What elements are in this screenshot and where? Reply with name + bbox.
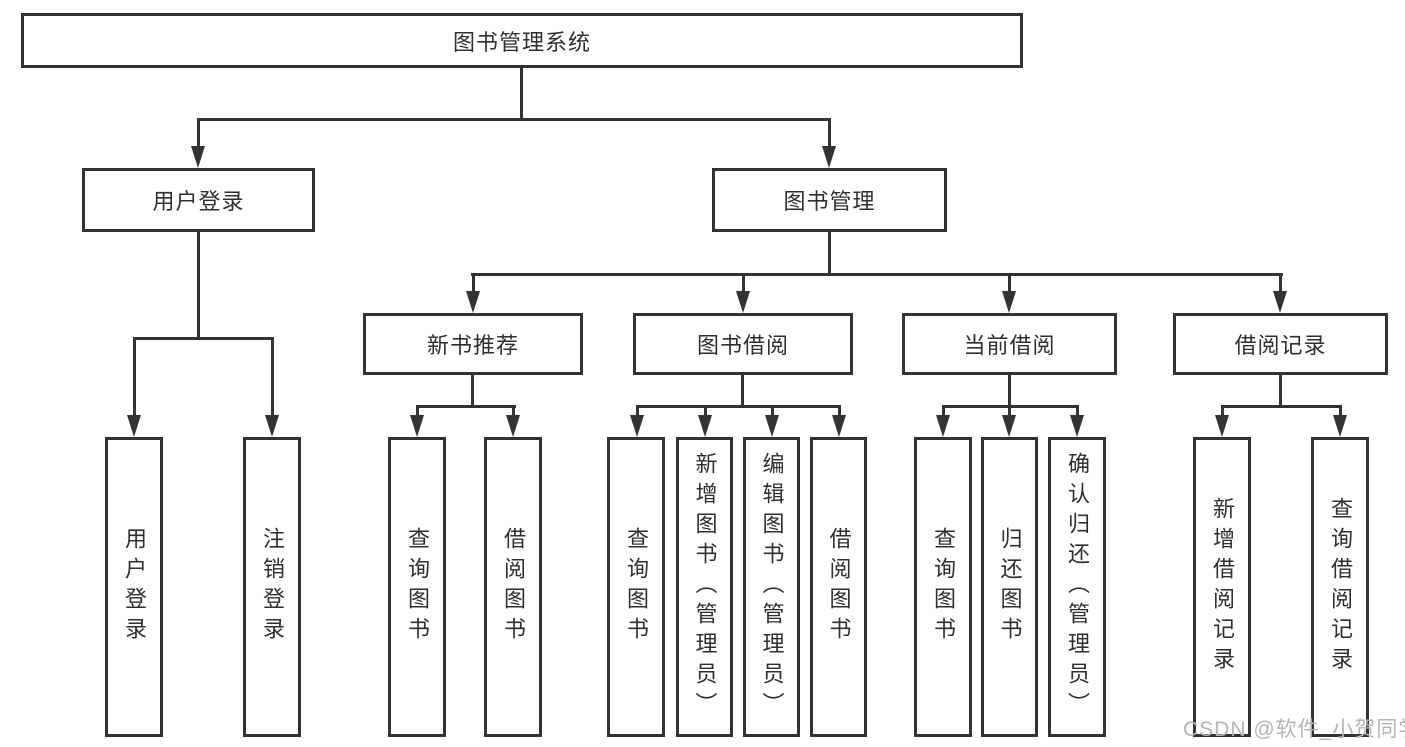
edge-g3-l3 xyxy=(771,405,774,419)
leaf-borrow-books: 借阅图书 xyxy=(810,437,867,737)
arrow-down-icon xyxy=(1002,291,1016,313)
edge-to-book-mgmt xyxy=(828,118,831,150)
arrow-down-icon xyxy=(936,415,950,437)
edge-g4-l1 xyxy=(942,405,945,419)
arrow-down-icon xyxy=(410,415,424,437)
leaf-borrow-books-label: 借阅图书 xyxy=(826,527,852,647)
edge-g3-l1 xyxy=(636,405,639,419)
arrow-down-icon xyxy=(736,291,750,313)
leaf-user-login-label: 用户登录 xyxy=(122,527,147,647)
edge-g3-l2 xyxy=(704,405,707,419)
leaf-query-books-current-label: 查询图书 xyxy=(931,527,956,647)
arrow-down-icon xyxy=(1070,415,1084,437)
leaf-return-books: 归还图书 xyxy=(981,437,1038,737)
leaf-edit-books-admin: 编辑图书（管理员） xyxy=(743,437,800,737)
edge-to-book-borrow xyxy=(742,273,745,293)
leaf-query-borrow-record-label: 查询借阅记录 xyxy=(1328,497,1353,677)
leaf-add-books-admin: 新增图书（管理员） xyxy=(676,437,733,737)
edge-to-current-borrow xyxy=(1008,273,1011,293)
arrow-down-icon xyxy=(265,415,279,437)
edge-g3-split xyxy=(636,405,841,408)
leaf-borrow-books-recommend-label: 借阅图书 xyxy=(501,527,526,647)
leaf-query-books-recommend: 查询图书 xyxy=(388,437,446,737)
edge-book-mgmt-split xyxy=(471,273,1283,276)
node-borrow-records: 借阅记录 xyxy=(1173,313,1388,375)
edge-user-login-split xyxy=(133,337,274,340)
node-current-borrow: 当前借阅 xyxy=(902,313,1117,375)
arrow-down-icon xyxy=(765,415,779,437)
arrow-down-icon xyxy=(1333,415,1347,437)
node-root: 图书管理系统 xyxy=(21,13,1023,68)
edge-to-borrow-records xyxy=(1279,273,1282,293)
edge-g2-split xyxy=(416,405,516,408)
leaf-add-borrow-record: 新增借阅记录 xyxy=(1193,437,1251,737)
arrow-down-icon xyxy=(127,415,141,437)
arrow-down-icon xyxy=(630,415,644,437)
edge-g5-split xyxy=(1221,405,1342,408)
edge-to-leaf-login xyxy=(133,337,136,417)
edge-g4-l3 xyxy=(1076,405,1079,419)
edge-root-stem xyxy=(520,68,523,118)
edge-to-new-books xyxy=(472,273,475,293)
leaf-confirm-return-admin: 确认归还（管理员） xyxy=(1048,437,1106,737)
leaf-return-books-label: 归还图书 xyxy=(997,527,1023,647)
edge-book-mgmt-stem xyxy=(828,232,831,273)
leaf-borrow-books-recommend: 借阅图书 xyxy=(484,437,542,737)
leaf-query-books-borrow: 查询图书 xyxy=(607,437,665,737)
leaf-logout: 注销登录 xyxy=(243,437,301,737)
node-book-management-label: 图书管理 xyxy=(783,189,876,214)
edge-g2-l1 xyxy=(416,405,419,419)
edge-g2-stem xyxy=(471,375,474,408)
edge-to-leaf-logout xyxy=(271,337,274,417)
node-new-book-recommend: 新书推荐 xyxy=(363,313,583,375)
arrow-down-icon xyxy=(698,415,712,437)
arrow-down-icon xyxy=(506,415,520,437)
node-borrow-records-label: 借阅记录 xyxy=(1234,333,1327,358)
node-new-book-recommend-label: 新书推荐 xyxy=(426,333,519,358)
csdn-watermark: CSDN @软件_小贺同学 xyxy=(1183,718,1405,741)
leaf-add-borrow-record-label: 新增借阅记录 xyxy=(1210,497,1235,677)
arrow-down-icon xyxy=(1002,415,1016,437)
edge-g4-stem xyxy=(1008,375,1011,408)
arrow-down-icon xyxy=(832,415,846,437)
leaf-query-books-recommend-label: 查询图书 xyxy=(405,527,430,647)
node-book-borrow: 图书借阅 xyxy=(633,313,853,375)
leaf-edit-books-admin-label: 编辑图书（管理员） xyxy=(759,452,785,722)
edge-root-split xyxy=(197,118,831,121)
node-user-login-label: 用户登录 xyxy=(152,189,245,214)
edge-g5-l1 xyxy=(1221,405,1224,419)
arrow-down-icon xyxy=(191,146,205,168)
edge-user-login-stem xyxy=(197,232,200,337)
leaf-query-books-current: 查询图书 xyxy=(914,437,972,737)
edge-g4-l2 xyxy=(1008,405,1011,419)
edge-g2-l2 xyxy=(512,405,515,419)
edge-g5-l2 xyxy=(1339,405,1342,419)
leaf-query-books-borrow-label: 查询图书 xyxy=(624,527,649,647)
edge-g3-l4 xyxy=(838,405,841,419)
node-root-label: 图书管理系统 xyxy=(452,29,591,55)
node-current-borrow-label: 当前借阅 xyxy=(963,333,1056,358)
node-book-management: 图书管理 xyxy=(712,168,947,232)
leaf-user-login: 用户登录 xyxy=(105,437,163,737)
edge-to-user-login xyxy=(197,118,200,150)
arrow-down-icon xyxy=(1215,415,1229,437)
arrow-down-icon xyxy=(466,291,480,313)
edge-g3-stem xyxy=(741,375,744,408)
edge-g5-stem xyxy=(1279,375,1282,408)
leaf-logout-label: 注销登录 xyxy=(260,527,285,647)
node-user-login: 用户登录 xyxy=(82,168,315,232)
arrow-down-icon xyxy=(822,146,836,168)
leaf-confirm-return-admin-label: 确认归还（管理员） xyxy=(1065,452,1090,722)
leaf-query-borrow-record: 查询借阅记录 xyxy=(1311,437,1369,737)
node-book-borrow-label: 图书借阅 xyxy=(696,333,789,358)
arrow-down-icon xyxy=(1273,291,1287,313)
leaf-add-books-admin-label: 新增图书（管理员） xyxy=(692,452,718,722)
